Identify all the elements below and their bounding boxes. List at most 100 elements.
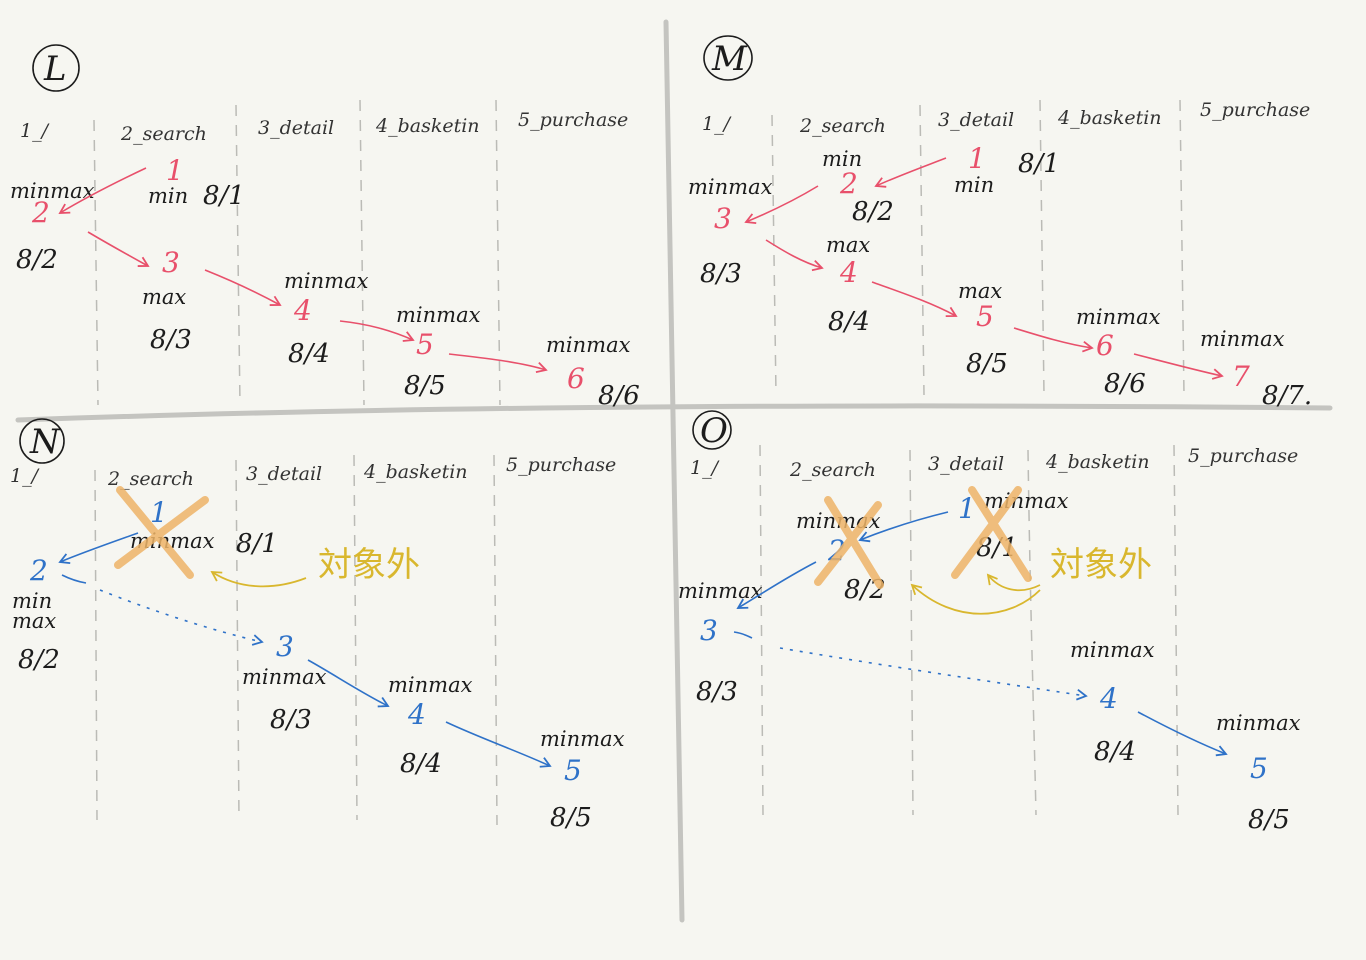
node-5-fraction: 8/5 bbox=[404, 371, 446, 401]
node-5-number: 5 bbox=[564, 754, 582, 787]
node-5-label: minmax bbox=[1216, 711, 1301, 735]
column-header-1: 1_/ bbox=[690, 457, 720, 479]
excluded-note: 対象外 bbox=[1050, 545, 1152, 585]
column-header-3: 3_detail bbox=[928, 453, 1004, 475]
panel-letter: N bbox=[29, 422, 61, 462]
node-4-number: 4 bbox=[1099, 682, 1118, 715]
node-5-number: 5 bbox=[976, 300, 994, 333]
node-2-number: 2 bbox=[31, 196, 50, 229]
panel-letter-circle bbox=[19, 418, 65, 464]
node-4-number: 4 bbox=[407, 698, 426, 731]
node-7-fraction: 8/7. bbox=[1262, 381, 1312, 411]
node-6-fraction: 8/6 bbox=[598, 381, 640, 411]
node-5-label: minmax bbox=[540, 727, 625, 751]
node-3-label: minmax bbox=[242, 665, 327, 689]
panel-letter-circle bbox=[703, 35, 753, 81]
node-7-label: minmax bbox=[1200, 327, 1285, 351]
node-6-number: 6 bbox=[1096, 329, 1114, 362]
node-1-number: 1 bbox=[968, 142, 986, 175]
node-6-number: 6 bbox=[567, 362, 585, 395]
column-dividers bbox=[94, 454, 498, 826]
node-3-label: minmax bbox=[678, 579, 763, 603]
panel-n: N 1_/ 2_search 3_detail 4_basketin 5_pur… bbox=[10, 418, 625, 833]
node-3-number: 3 bbox=[714, 202, 732, 235]
column-header-1: 1_/ bbox=[10, 465, 40, 487]
column-dividers bbox=[93, 99, 501, 406]
node-4-label: minmax bbox=[1070, 638, 1155, 662]
node-1-number: 1 bbox=[150, 496, 168, 529]
column-header-5: 5_purchase bbox=[1188, 445, 1298, 467]
panel-o: O 1_/ 2_search 3_detail 4_basketin 5_pur… bbox=[678, 410, 1301, 835]
node-5-fraction: 8/5 bbox=[1248, 805, 1290, 835]
node-1-fraction: 8/1 bbox=[203, 181, 245, 211]
column-header-1: 1_/ bbox=[20, 120, 50, 142]
node-2-number: 2 bbox=[839, 167, 858, 200]
panel-l: L 1_/ 2_search 3_detail 4_basketin 5_pur… bbox=[10, 44, 640, 411]
exclusion-cross bbox=[114, 486, 209, 579]
node-6-fraction: 8/6 bbox=[1104, 369, 1146, 399]
node-1-fraction: 8/1 bbox=[236, 529, 278, 559]
node-2-label: minmax bbox=[10, 179, 95, 203]
column-header-4: 4_basketin bbox=[375, 115, 480, 137]
node-5-fraction: 8/5 bbox=[966, 349, 1008, 379]
column-header-4: 4_basketin bbox=[1057, 107, 1162, 129]
node-6-label: minmax bbox=[1076, 305, 1161, 329]
node-5-number: 5 bbox=[416, 328, 434, 361]
panel-letter: O bbox=[700, 411, 728, 451]
column-header-3: 3_detail bbox=[258, 117, 334, 139]
node-1-label: min bbox=[954, 173, 994, 197]
node-5-number: 5 bbox=[1250, 752, 1268, 785]
flow-arrows bbox=[733, 511, 1228, 757]
node-1-fraction: 8/1 bbox=[1018, 149, 1060, 179]
node-3-number: 3 bbox=[276, 630, 294, 663]
node-3-number: 3 bbox=[162, 246, 180, 279]
column-header-2: 2_search bbox=[107, 468, 194, 490]
node-1-label: minmax bbox=[984, 489, 1069, 513]
panel-letter-circle bbox=[32, 44, 80, 92]
column-header-2: 2_search bbox=[120, 123, 207, 145]
column-header-5: 5_purchase bbox=[1200, 99, 1310, 121]
exclusion-cross bbox=[951, 486, 1032, 582]
column-header-3: 3_detail bbox=[938, 109, 1014, 131]
horizontal-divider bbox=[15, 403, 1333, 423]
panel-m: M 1_/ 2_search 3_detail 4_basketin 5_pur… bbox=[688, 35, 1312, 411]
node-2-fraction: 8/2 bbox=[852, 197, 894, 227]
exclusion-cross bbox=[814, 496, 884, 589]
node-7-number: 7 bbox=[1232, 360, 1250, 393]
node-4-number: 4 bbox=[839, 256, 858, 289]
column-header-2: 2_search bbox=[799, 115, 886, 137]
flow-arrows bbox=[744, 157, 1224, 380]
node-4-fraction: 8/4 bbox=[400, 749, 442, 779]
node-1-number: 1 bbox=[166, 154, 184, 187]
column-header-5: 5_purchase bbox=[506, 454, 616, 476]
node-1-label: min bbox=[148, 184, 188, 208]
node-4-number: 4 bbox=[293, 294, 312, 327]
flow-arrows bbox=[58, 532, 552, 768]
column-header-4: 4_basketin bbox=[1045, 451, 1150, 473]
column-header-4: 4_basketin bbox=[363, 461, 468, 483]
node-3-fraction: 8/3 bbox=[696, 677, 738, 707]
flow-arrows bbox=[58, 167, 548, 374]
note-arrow bbox=[210, 570, 307, 588]
node-5-fraction: 8/5 bbox=[550, 803, 592, 833]
node-2-label-line2: max bbox=[12, 609, 56, 633]
column-dividers bbox=[759, 444, 1179, 816]
vertical-divider bbox=[663, 19, 685, 923]
node-1-number: 1 bbox=[958, 492, 976, 525]
column-header-5: 5_purchase bbox=[518, 109, 628, 131]
node-4-fraction: 8/4 bbox=[1094, 737, 1136, 767]
node-4-label: minmax bbox=[284, 269, 369, 293]
excluded-note: 対象外 bbox=[318, 545, 420, 585]
panel-letter: M bbox=[711, 39, 748, 79]
node-3-label: minmax bbox=[688, 175, 773, 199]
node-2-label: min bbox=[822, 147, 862, 171]
node-3-fraction: 8/3 bbox=[150, 325, 192, 355]
note-arrows bbox=[910, 573, 1041, 615]
node-2-fraction: 8/2 bbox=[16, 245, 58, 275]
panel-letter-circle bbox=[692, 410, 732, 450]
node-4-fraction: 8/4 bbox=[288, 339, 330, 369]
column-header-2: 2_search bbox=[789, 459, 876, 481]
node-3-number: 3 bbox=[700, 614, 718, 647]
node-2-label-line1: min bbox=[12, 589, 52, 613]
